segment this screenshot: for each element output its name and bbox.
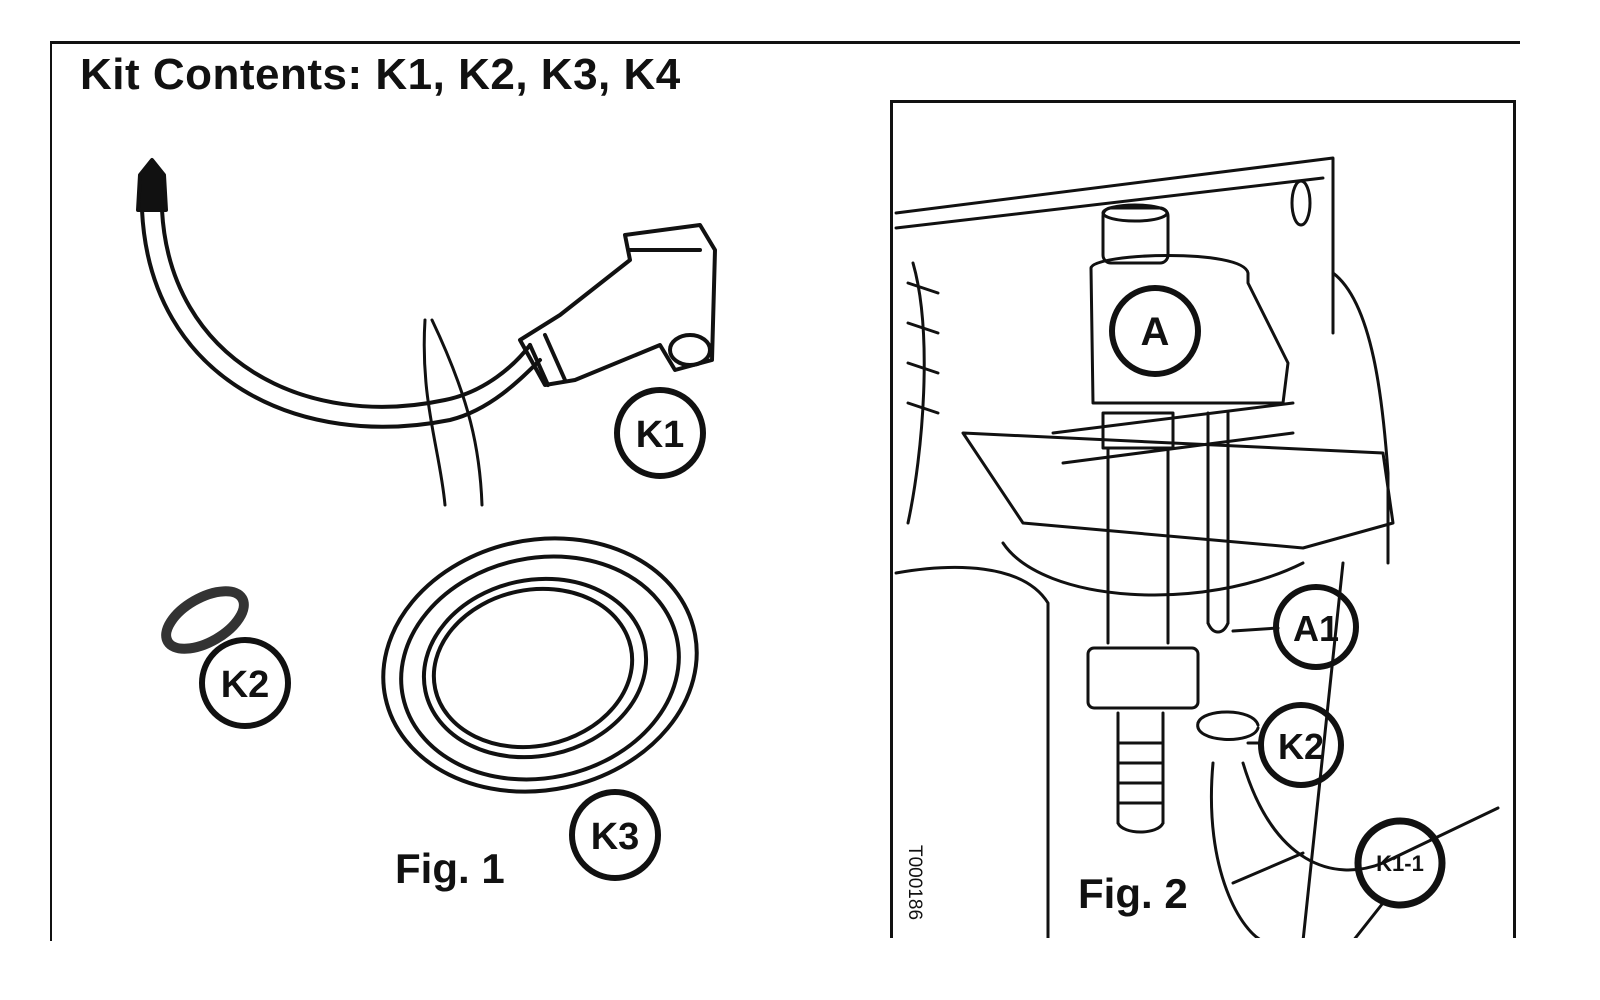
k1-hose (140, 208, 542, 429)
callout-k1 (614, 387, 706, 479)
callout-k1-1-label: K1-1 (1376, 851, 1424, 876)
drawing-code: T000186 (904, 845, 925, 921)
callout-k2 (199, 637, 291, 729)
fig1-illustration: K1 K2 K3 (136, 158, 717, 881)
fig2-illustration: A A1 K2 K1-1 (894, 156, 1500, 938)
fig2-frame: A A1 K2 K1-1 (890, 100, 1516, 938)
callout-a1 (1273, 584, 1359, 670)
callout-k3 (569, 789, 661, 881)
callout-k1-label: K1 (636, 414, 685, 456)
fig1-caption: Fig. 1 (395, 845, 505, 892)
fig2-caption: Fig. 2 (1078, 870, 1188, 917)
callout-a1-label: A1 (1293, 608, 1339, 649)
callout-k2-label: K2 (221, 664, 270, 706)
left-rule (50, 41, 52, 941)
callout-a (1109, 285, 1201, 377)
page-title: Kit Contents: K1, K2, K3, K4 (80, 50, 681, 99)
callout-a-label: A (1141, 310, 1170, 354)
k3-seal (381, 536, 699, 794)
callout-k2-fig2-label: K2 (1278, 726, 1324, 767)
k2-clip (161, 586, 249, 654)
callout-k3-label: K3 (591, 816, 640, 858)
callout-k1-1 (1354, 817, 1446, 909)
callout-k2-fig2 (1258, 702, 1344, 788)
top-rule (50, 41, 1520, 44)
k1-spray-handle (518, 223, 717, 387)
